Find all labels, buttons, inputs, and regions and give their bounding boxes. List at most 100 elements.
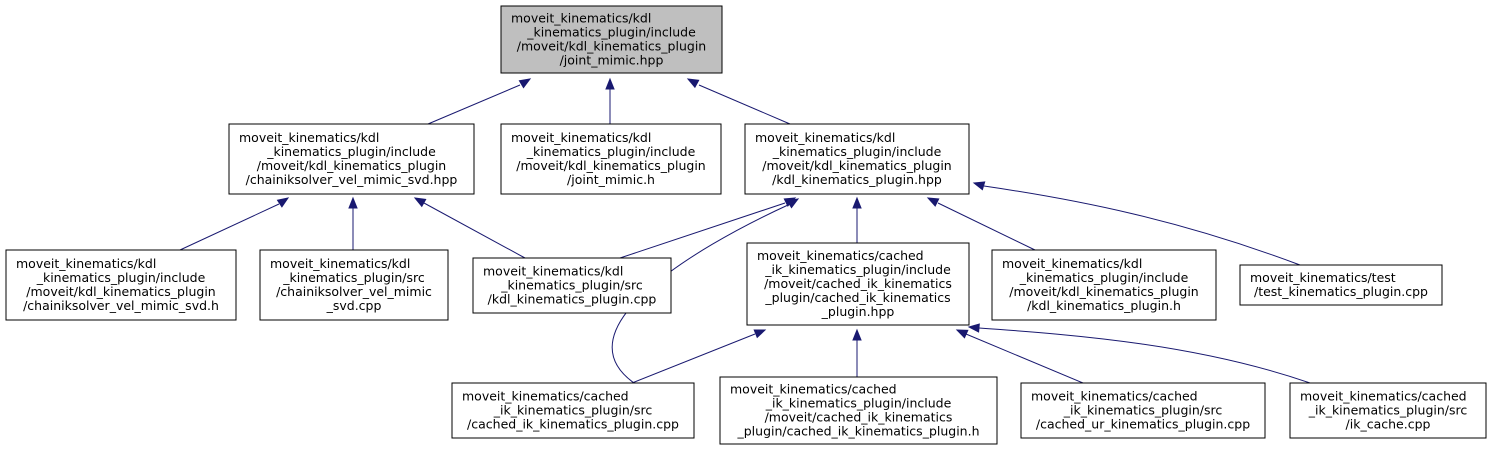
- file-node[interactable]: moveit_kinematics/kdl_kinematics_plugin/…: [259, 249, 449, 321]
- node-box: [719, 376, 998, 445]
- node-label-line: moveit_kinematics/test: [1250, 270, 1396, 285]
- node-label-line: moveit_kinematics/cached: [730, 382, 897, 397]
- file-node[interactable]: moveit_kinematics/kdl_kinematics_plugin/…: [744, 123, 970, 195]
- node-box: [228, 123, 475, 195]
- node-label-line: /joint_mimic.hpp: [560, 53, 664, 68]
- node-label-line: moveit_kinematics/kdl: [511, 130, 651, 145]
- edge-n3-includes-n0: [686, 78, 791, 125]
- file-node[interactable]: moveit_kinematics/cached_ik_kinematics_p…: [451, 382, 695, 439]
- edge-line: [965, 333, 1084, 384]
- node-label-line: /cached_ur_kinematics_plugin.cpp: [1036, 417, 1250, 432]
- edge-line: [698, 84, 791, 125]
- node-label-line: _kinematics_plugin/include: [526, 144, 696, 159]
- edge-n12-includes-n7: [955, 329, 1084, 384]
- node-label-line: _ik_kinematics_plugin/src: [493, 403, 653, 418]
- node-label-line: moveit_kinematics/kdl: [270, 256, 410, 271]
- file-node[interactable]: moveit_kinematics/kdl_kinematics_plugin/…: [500, 123, 722, 195]
- node-box: [991, 249, 1217, 321]
- node-label-line: /joint_mimic.h: [567, 172, 655, 187]
- edge-line: [983, 185, 1301, 266]
- node-label-line: /moveit/kdl_kinematics_plugin: [257, 158, 446, 173]
- edge-n5-includes-n1: [348, 196, 358, 250]
- node-label-line: /moveit/kdl_kinematics_plugin: [517, 39, 706, 54]
- node-label-line: _ik_kinematics_plugin/src: [1063, 403, 1223, 418]
- node-label-line: /cached_ik_kinematics_plugin.cpp: [467, 417, 679, 432]
- node-box: [500, 5, 723, 74]
- node-label-line: /chainiksolver_vel_mimic_svd.hpp: [246, 172, 458, 187]
- node-label-line: _kinematics_plugin/include: [526, 25, 696, 40]
- node-box: [451, 382, 695, 439]
- node-label-line: moveit_kinematics/kdl: [239, 130, 379, 145]
- edge-n8-includes-n3: [926, 197, 1036, 251]
- node-label-line: /kdl_kinematics_plugin.hpp: [772, 172, 942, 187]
- node-label-line: moveit_kinematics/kdl: [1002, 256, 1142, 271]
- edge-n9-includes-n3: [972, 181, 1301, 266]
- node-label-line: _kinematics_plugin/include: [772, 144, 942, 159]
- edge-n6-includes-n1: [413, 197, 526, 259]
- node-label-line: /kdl_kinematics_plugin.cpp: [488, 292, 657, 307]
- node-box: [744, 123, 970, 195]
- node-label-line: _ik_kinematics_plugin/include: [764, 262, 951, 277]
- arrowhead-icon: [348, 196, 358, 209]
- node-label-line: /moveit/cached_ik_kinematics: [765, 410, 953, 425]
- node-label-line: moveit_kinematics/cached: [757, 248, 924, 263]
- file-node[interactable]: moveit_kinematics/kdl_kinematics_plugin/…: [228, 123, 475, 195]
- arrowhead-icon: [276, 197, 290, 208]
- node-label-line: /ik_cache.cpp: [1346, 417, 1431, 432]
- file-node[interactable]: moveit_kinematics/kdl_kinematics_plugin/…: [991, 249, 1217, 321]
- edge-line: [423, 202, 526, 259]
- node-label-line: moveit_kinematics/cached: [1300, 389, 1467, 404]
- node-label-line: _kinematics_plugin/src: [282, 270, 425, 285]
- node-label-line: _plugin/cached_ik_kinematics_plugin.h: [736, 424, 979, 439]
- file-node[interactable]: moveit_kinematics/kdl_kinematics_plugin/…: [472, 257, 672, 314]
- file-node[interactable]: moveit_kinematics/cached_ik_kinematics_p…: [746, 242, 970, 326]
- node-box: [259, 249, 449, 321]
- file-node[interactable]: moveit_kinematics/cached_ik_kinematics_p…: [719, 376, 998, 445]
- arrowhead-icon: [786, 198, 800, 209]
- node-label-line: /chainiksolver_vel_mimic: [276, 284, 432, 299]
- node-box: [472, 257, 672, 314]
- node-label-line: _kinematics_plugin/include: [1019, 270, 1189, 285]
- edge-n1-includes-n0: [427, 78, 532, 125]
- node-label-line: _kinematics_plugin/include: [36, 270, 206, 285]
- edge-line: [978, 327, 1311, 384]
- edge-line: [179, 203, 280, 251]
- node-box: [1020, 382, 1266, 439]
- node-label-line: _ik_kinematics_plugin/src: [1308, 403, 1468, 418]
- node-box: [5, 249, 237, 321]
- node-label-line: /moveit/kdl_kinematics_plugin: [762, 158, 951, 173]
- root-file-node[interactable]: moveit_kinematics/kdl_kinematics_plugin/…: [500, 5, 723, 74]
- edge-line: [427, 84, 521, 125]
- nodes-layer: moveit_kinematics/kdl_kinematics_plugin/…: [5, 5, 1487, 445]
- arrowhead-icon: [518, 78, 532, 89]
- node-box: [1289, 382, 1487, 439]
- node-label-line: _svd.cpp: [326, 298, 382, 313]
- arrowhead-icon: [605, 77, 615, 90]
- file-node[interactable]: moveit_kinematics/cached_ik_kinematics_p…: [1289, 382, 1487, 439]
- arrowhead-icon: [852, 196, 862, 209]
- node-label-line: _kinematics_plugin/include: [266, 144, 436, 159]
- node-label-line: /moveit/kdl_kinematics_plugin: [1009, 284, 1198, 299]
- file-node[interactable]: moveit_kinematics/kdl_kinematics_plugin/…: [5, 249, 237, 321]
- edge-n11-includes-n7: [852, 328, 862, 377]
- arrowhead-icon: [955, 329, 969, 339]
- file-node[interactable]: moveit_kinematics/cached_ik_kinematics_p…: [1020, 382, 1266, 439]
- node-box: [746, 242, 970, 326]
- arrowhead-icon: [753, 329, 767, 339]
- node-label-line: /kdl_kinematics_plugin.h: [1027, 298, 1181, 313]
- edge-line: [937, 202, 1036, 251]
- node-box: [500, 123, 722, 195]
- arrowhead-icon: [926, 197, 940, 207]
- node-label-line: moveit_kinematics/cached: [462, 389, 629, 404]
- node-label-line: _plugin/cached_ik_kinematics: [764, 290, 950, 305]
- node-label-line: moveit_kinematics/kdl: [483, 264, 623, 279]
- node-label-line: /moveit/kdl_kinematics_plugin: [26, 284, 215, 299]
- arrowhead-icon: [967, 323, 980, 333]
- node-box: [1239, 264, 1443, 306]
- arrowhead-icon: [413, 197, 427, 208]
- edge-n2-includes-n0: [605, 77, 615, 124]
- node-label-line: moveit_kinematics/kdl: [755, 130, 895, 145]
- edge-line: [619, 202, 786, 259]
- file-node[interactable]: moveit_kinematics/test/test_kinematics_p…: [1239, 264, 1443, 306]
